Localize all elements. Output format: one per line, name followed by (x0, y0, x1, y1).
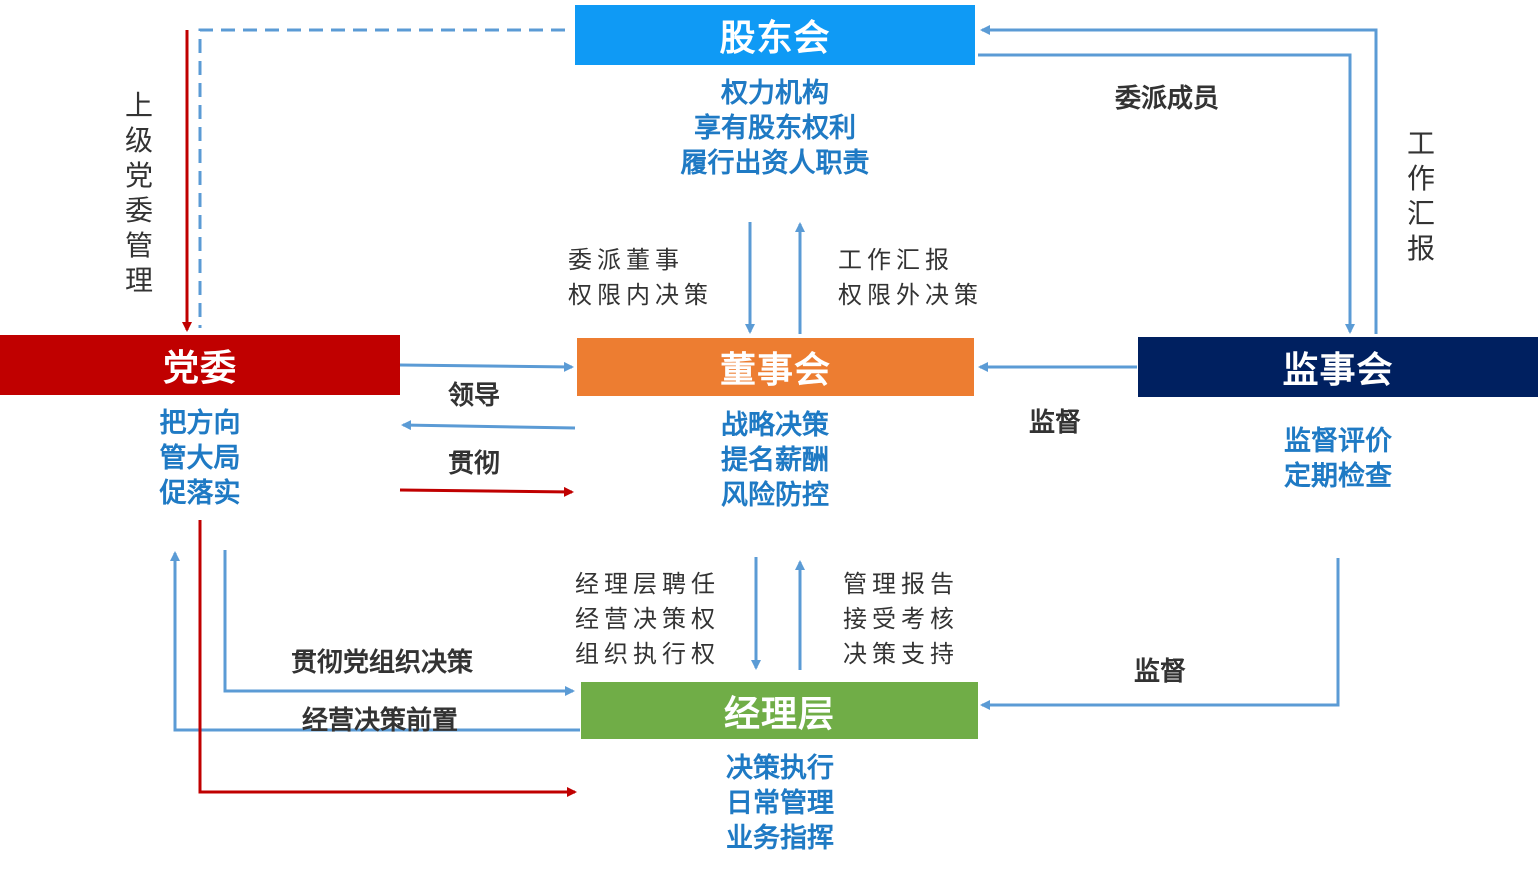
arrow-supervise-management (980, 558, 1340, 710)
desc-line: 促落实 (159, 478, 241, 508)
node-management-desc: 决策执行 日常管理 业务指挥 (630, 751, 930, 856)
node-party-committee-title: 党委 (162, 347, 237, 388)
label-line: 经营决策权 (575, 605, 720, 633)
arrow-work-report (980, 25, 1378, 334)
arrow-party-to-board-red (399, 486, 574, 497)
desc-line: 提名薪酬 (721, 445, 829, 475)
label-supervise-management: 监督 (1134, 656, 1187, 686)
desc-line: 权力机构 (721, 78, 829, 108)
arrow-implement (401, 420, 576, 431)
label-line: 委派董事 (568, 246, 684, 274)
desc-line: 履行出资人职责 (680, 148, 870, 178)
dashed-link-shareholders-party (198, 28, 565, 328)
label-appoint-members: 委派成员 (1115, 83, 1220, 113)
desc-line: 定期检查 (1284, 461, 1392, 491)
label-line: 决策支持 (843, 640, 959, 668)
node-supervisors: 监事会 (1138, 337, 1538, 397)
node-shareholders-title: 股东会 (719, 17, 831, 58)
node-supervisors-title: 监事会 (1282, 349, 1394, 390)
node-shareholders: 股东会 (575, 5, 975, 65)
node-board-title: 董事会 (719, 349, 831, 390)
arrow-implement-party-decisions (223, 550, 575, 696)
label-operation-decisions-front: 经营决策前置 (302, 705, 459, 735)
label-party-management-vertical: 上级党委管理 (124, 90, 153, 296)
arrow-operation-decisions-front (170, 551, 580, 732)
desc-line: 风险防控 (721, 480, 829, 510)
node-board-desc: 战略决策 提名薪酬 风险防控 (625, 408, 925, 513)
arrow-appoint-members (978, 53, 1355, 334)
desc-line: 监督评价 (1284, 426, 1392, 456)
node-board: 董事会 (577, 338, 974, 396)
desc-line: 战略决策 (721, 410, 829, 440)
desc-line: 日常管理 (726, 788, 834, 818)
label-board-to-management: 经理层聘任 经营决策权 组织执行权 (575, 567, 720, 672)
label-shareholders-to-board: 委派董事 权限内决策 (568, 243, 713, 313)
label-supervise-board: 监督 (1029, 407, 1082, 437)
arrow-party-to-management-red (198, 520, 577, 797)
label-line: 管理报告 (843, 570, 959, 598)
label-implement: 贯彻 (448, 448, 501, 478)
label-work-report-vertical: 工作汇报 (1406, 128, 1435, 264)
node-party-committee: 党委 (0, 335, 400, 395)
label-line: 权限内决策 (568, 281, 713, 309)
node-management-title: 经理层 (723, 692, 835, 734)
desc-line: 把方向 (159, 408, 241, 438)
node-shareholders-desc: 权力机构 享有股东权利 履行出资人职责 (600, 76, 950, 181)
label-implement-party-decisions: 贯彻党组织决策 (291, 647, 474, 677)
node-party-committee-desc: 把方向 管大局 促落实 (100, 406, 300, 511)
desc-line: 业务指挥 (726, 823, 834, 853)
desc-line: 享有股东权利 (694, 113, 856, 143)
label-management-to-board: 管理报告 接受考核 决策支持 (843, 567, 959, 672)
label-board-to-shareholders: 工作汇报 权限外决策 (838, 243, 983, 313)
label-line: 组织执行权 (575, 640, 720, 668)
label-line: 经理层聘任 (575, 570, 720, 598)
desc-line: 管大局 (159, 443, 241, 473)
label-line: 工作汇报 (838, 246, 954, 274)
arrow-lead (399, 361, 574, 372)
node-management: 经理层 (581, 682, 978, 739)
label-line: 权限外决策 (838, 281, 983, 309)
node-supervisors-desc: 监督评价 定期检查 (1238, 424, 1438, 494)
desc-line: 决策执行 (726, 753, 834, 783)
label-line: 接受考核 (843, 605, 959, 633)
label-lead: 领导 (448, 380, 501, 410)
